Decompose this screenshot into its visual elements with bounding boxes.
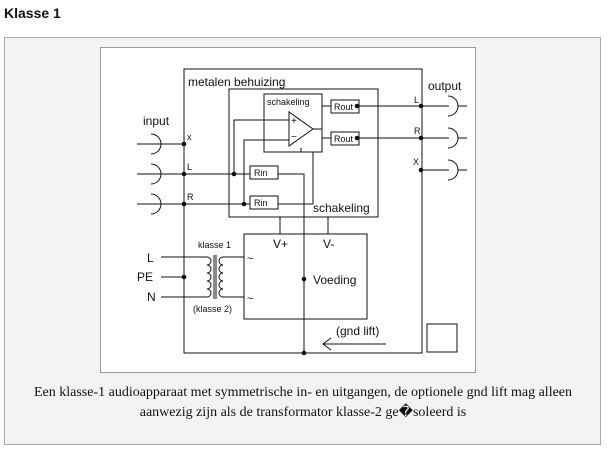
input-r-label: R (187, 192, 194, 202)
rin-resistor-r (249, 195, 279, 210)
mains-n-label: N (147, 290, 156, 304)
input-label: input (143, 114, 170, 128)
output-jack-r (441, 127, 467, 149)
junction (181, 274, 187, 280)
vplus-label: V+ (273, 237, 288, 251)
junction (418, 167, 424, 173)
junction (301, 276, 307, 282)
schematic-svg: metalen behuizing schakeling schakeling … (137, 68, 467, 356)
input-wire-l (161, 173, 305, 217)
opamp-plus: + (291, 116, 297, 127)
rin-l-label: Rin (254, 168, 268, 178)
transformer-class2-label: (klasse 2) (193, 304, 232, 314)
rin-resistor-l (249, 165, 279, 180)
circuit-diagram: metalen behuizing schakeling schakeling … (100, 47, 476, 373)
page-heading: Klasse 1 (4, 5, 61, 21)
output-label: output (428, 79, 462, 93)
opamp-box-label: schakeling (267, 97, 310, 107)
caption-line-2: aanwezig zijn als de transformator klass… (139, 405, 467, 420)
feedback-wire-plus (233, 119, 289, 174)
tilde-top: ~ (247, 253, 253, 265)
transformer-primary-coil (206, 256, 212, 298)
rout-top-label: Rout (334, 102, 354, 112)
input-jack-l (137, 163, 162, 185)
mains-l-label: L (147, 251, 154, 265)
output-jack-x (441, 159, 467, 181)
mains-pe-label: PE (137, 270, 153, 284)
caption-line-1: Een klasse-1 audioapparaat met symmetris… (33, 385, 573, 400)
enclosure-label: metalen behuizing (188, 75, 285, 89)
output-jack-l (441, 95, 467, 117)
input-jack-r (137, 193, 162, 215)
vminus-label: V- (323, 237, 334, 251)
opamp-minus: − (291, 132, 297, 143)
transformer-secondary-coil (218, 256, 224, 298)
input-x-label: x (187, 132, 192, 142)
junction (354, 135, 360, 141)
supply-label: Voeding (313, 273, 356, 287)
tilde-bottom: ~ (247, 293, 253, 305)
supply-box (243, 233, 368, 320)
junction (301, 350, 307, 356)
opamp-output-wire (313, 106, 323, 138)
gnd-lift-label: (gnd lift) (336, 324, 379, 338)
secondary-wires (223, 256, 244, 298)
junction (418, 135, 424, 141)
output-x-label: X (413, 157, 419, 167)
junction (418, 103, 424, 109)
rin-r-label: Rin (254, 198, 268, 208)
opamp-symbol (288, 111, 314, 147)
chassis-box (426, 323, 458, 353)
transformer-class-label: klasse 1 (198, 240, 231, 250)
input-l-label: L (187, 162, 192, 172)
feedback-wire-minus (243, 139, 289, 204)
output-l-label: L (414, 95, 419, 105)
gnd-lift-arrow (322, 337, 386, 351)
figure-caption: Een klasse-1 audioapparaat met symmetris… (14, 383, 592, 423)
opamp-ground-wire (278, 148, 314, 205)
rout-bottom-label: Rout (334, 134, 354, 144)
input-jack-x (137, 133, 184, 155)
output-r-label: R (414, 126, 421, 136)
junction (354, 103, 360, 109)
junction (181, 141, 187, 147)
circuit-label: schakeling (313, 201, 370, 215)
